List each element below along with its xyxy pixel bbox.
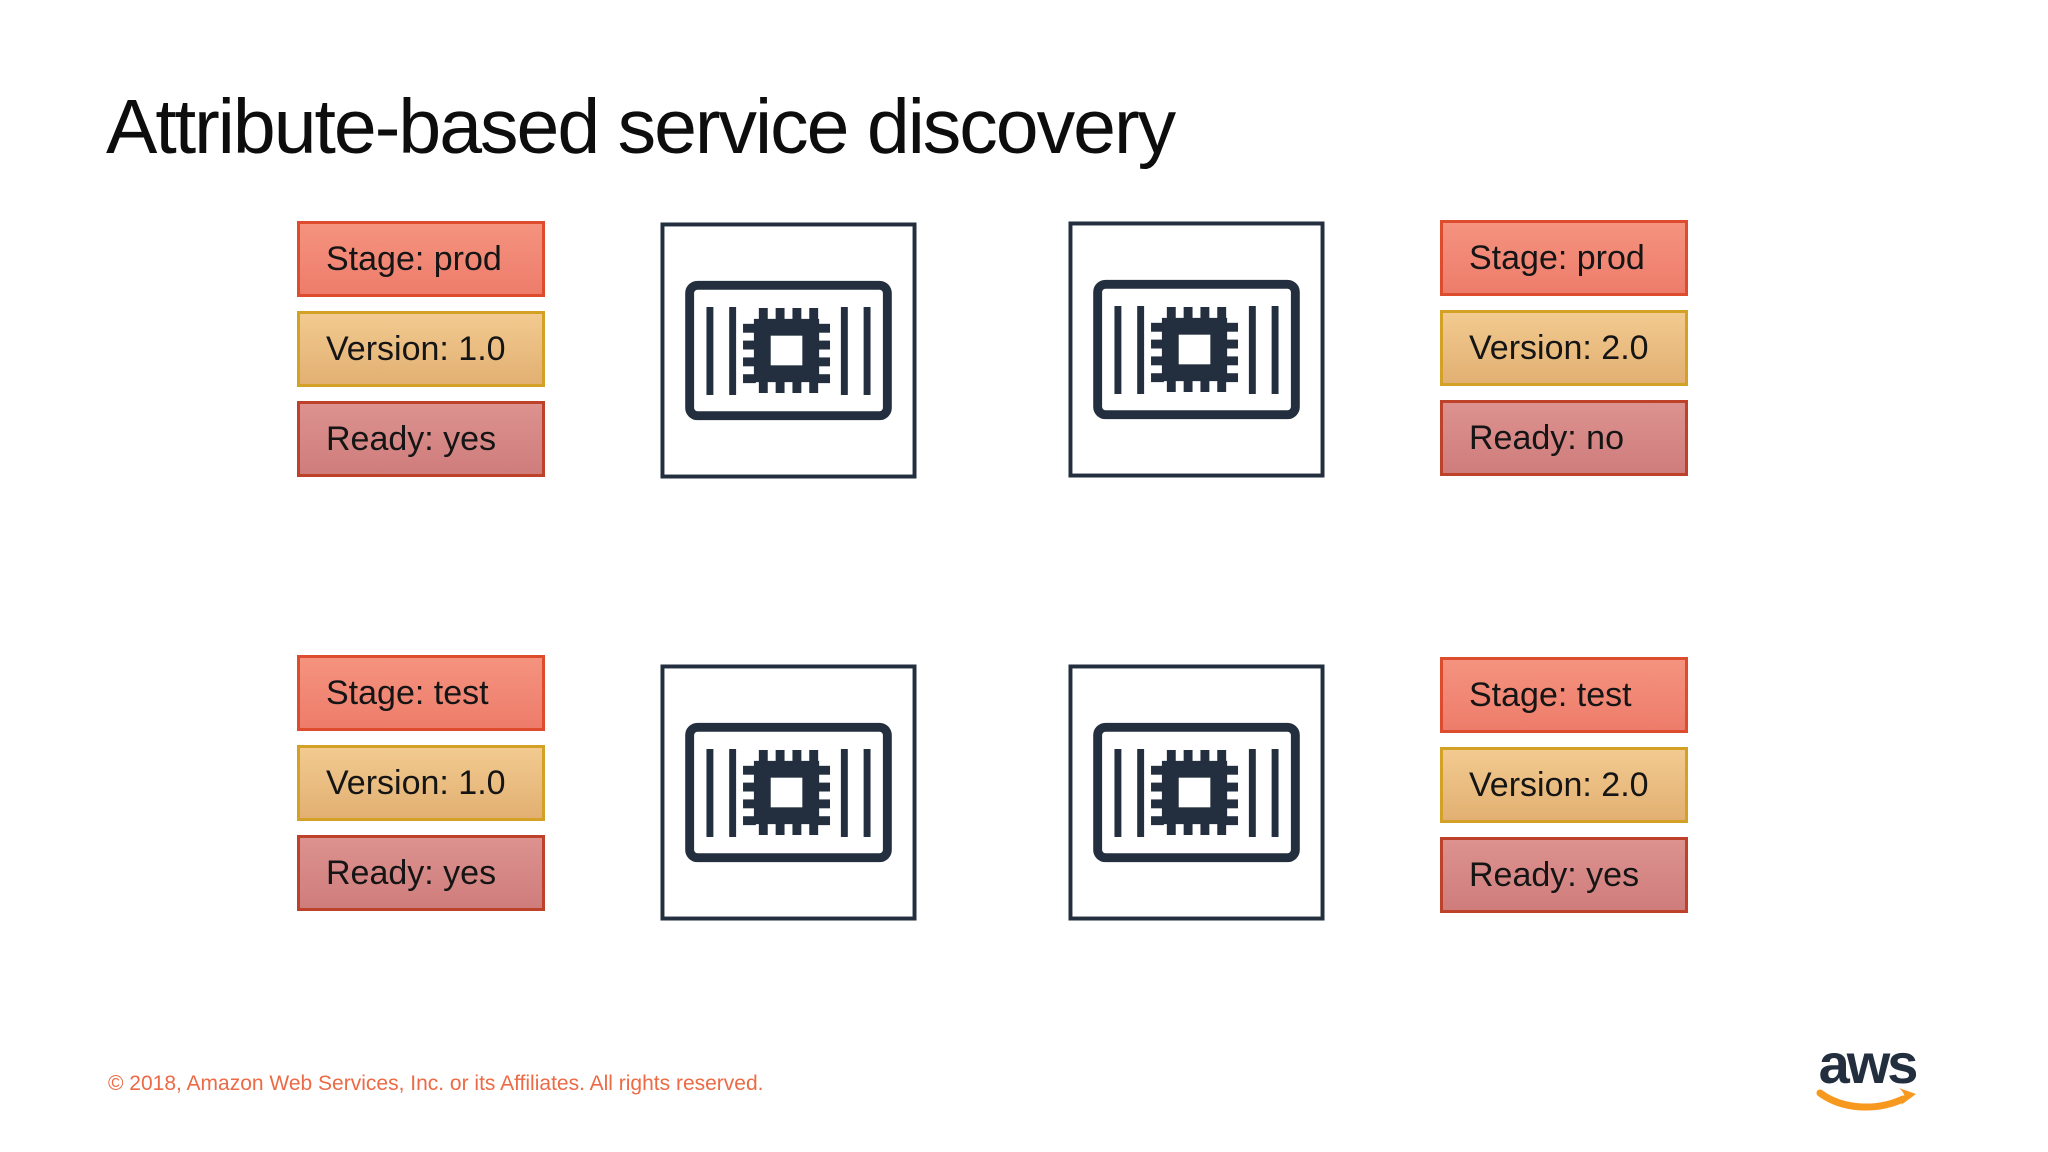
badge-stage: Stage: prod xyxy=(1440,220,1688,296)
badge-group-prod-v2: Stage: prod Version: 2.0 Ready: no xyxy=(1440,220,1688,476)
badge-version: Version: 2.0 xyxy=(1440,310,1688,386)
container-task-icon-svg xyxy=(1068,221,1325,478)
aws-logo-text: aws xyxy=(1818,1032,1919,1095)
badge-group-prod-v1: Stage: prod Version: 1.0 Ready: yes xyxy=(297,221,545,477)
badge-stage: Stage: test xyxy=(297,655,545,731)
container-task-icon-svg xyxy=(660,222,917,479)
badge-version: Version: 2.0 xyxy=(1440,747,1688,823)
aws-logo: aws xyxy=(1812,1032,1922,1112)
container-task-icon-svg xyxy=(1068,664,1325,921)
container-task-icon-svg xyxy=(660,664,917,921)
badge-version: Version: 1.0 xyxy=(297,311,545,387)
page-title: Attribute-based service discovery xyxy=(106,84,1176,170)
badge-version: Version: 1.0 xyxy=(297,745,545,821)
badge-ready: Ready: yes xyxy=(297,835,545,911)
badge-ready: Ready: yes xyxy=(1440,837,1688,913)
badge-ready: Ready: no xyxy=(1440,400,1688,476)
badge-ready: Ready: yes xyxy=(297,401,545,477)
container-task-icon xyxy=(1068,664,1325,921)
badge-stage: Stage: prod xyxy=(297,221,545,297)
badge-stage: Stage: test xyxy=(1440,657,1688,733)
container-task-icon xyxy=(660,222,917,479)
badge-group-test-v2: Stage: test Version: 2.0 Ready: yes xyxy=(1440,657,1688,913)
copyright-notice: © 2018, Amazon Web Services, Inc. or its… xyxy=(108,1072,764,1095)
badge-group-test-v1: Stage: test Version: 1.0 Ready: yes xyxy=(297,655,545,911)
container-task-icon xyxy=(1068,221,1325,478)
container-task-icon xyxy=(660,664,917,921)
aws-smile-icon xyxy=(1816,1087,1916,1111)
